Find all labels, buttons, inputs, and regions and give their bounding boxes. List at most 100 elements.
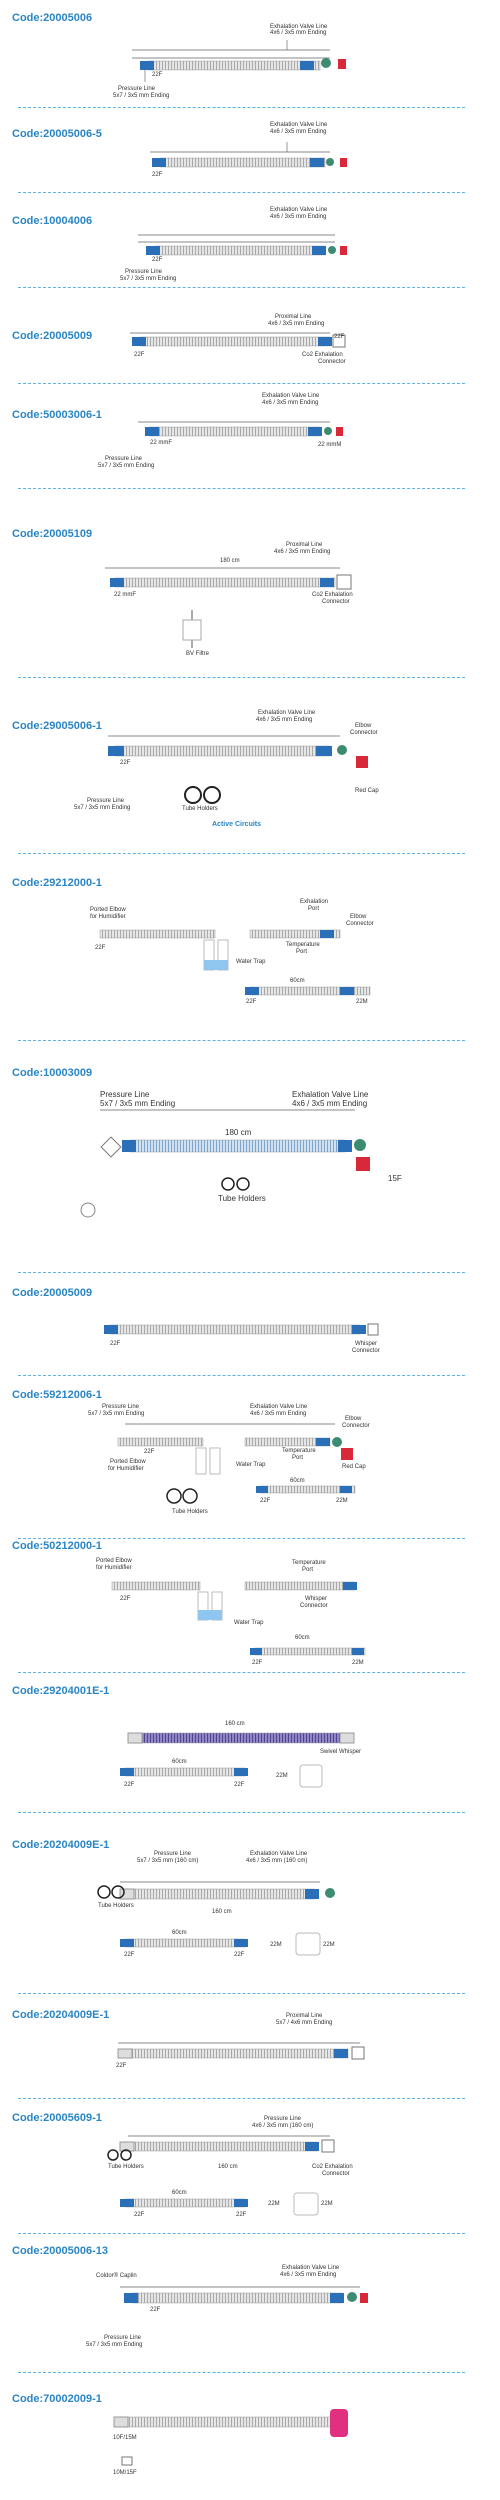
product-section: Code:20005009 Proximal Line 4x6 / 3x5 mm… xyxy=(0,290,480,380)
tube-holders-label: Tube Holders xyxy=(98,1903,134,1909)
pressure-line-ending-label: 5x7 / 3x5 mm Ending xyxy=(86,2342,143,2348)
ported-elbow-label: Ported Elbow xyxy=(110,1459,146,1465)
product-section: Code:10003009 Pressure Line 5x7 / 3x5 mm… xyxy=(0,1042,480,1272)
whisper-label: Whisper xyxy=(305,1596,328,1602)
tube-length-label: 60cm xyxy=(295,1635,310,1641)
circuit-illustration xyxy=(113,2409,348,2466)
circuit-illustration xyxy=(107,2135,335,2216)
water-trap-label: Water Trap xyxy=(234,1620,264,1626)
product-section: Code:70002009-1 10F/15M 10M/15F xyxy=(0,2375,480,2500)
section-divider xyxy=(18,1040,465,1041)
circuit-illustration xyxy=(80,1109,370,1218)
pressure-line-ending-label: 5x7 / 3x5 mm Ending xyxy=(98,463,155,469)
product-section: Code:10004006 Exhalation Valve Line 4x6 … xyxy=(0,195,480,290)
co2-exhalation-label: Co2 Exhalation xyxy=(312,2164,353,2170)
product-section: Code:20204009E-1 Proximal Line 5x7 / 4x6… xyxy=(0,1995,480,2100)
whisper-label: Whisper xyxy=(355,1341,378,1347)
product-code: Code:20005109 xyxy=(12,528,93,540)
product-code: Code:20005009 xyxy=(12,330,93,342)
connector-size-label: 22F xyxy=(120,760,131,766)
exhalation-valve-line-ending-label: 4x6 / 3x5 mm Ending xyxy=(250,1411,307,1417)
product-code: Code:29005006-1 xyxy=(12,720,102,732)
ported-elbow-label: Ported Elbow xyxy=(96,1558,132,1564)
product-code: Code:20005009 xyxy=(12,1287,93,1299)
elbow-label: Elbow xyxy=(355,723,372,729)
pressure-line-label: Pressure Line xyxy=(102,1404,140,1410)
product-section: Code:29204001E-1 160 cm Swivel Whisper 6… xyxy=(0,1675,480,1815)
pressure-line-ending-label: 5x7 / 3x5 mm Ending xyxy=(100,1099,176,1108)
connector-size-label: 22F xyxy=(144,1449,155,1455)
port-label: Port xyxy=(302,1567,314,1573)
temperature-label: Temperature xyxy=(292,1560,326,1566)
product-code: Code:10004006 xyxy=(12,215,93,227)
temperature-label: Temperature xyxy=(286,942,320,948)
tube-length-label: 60cm xyxy=(290,978,305,984)
connector-size-label: 22F xyxy=(152,172,163,178)
connector-label: Connector xyxy=(300,1603,328,1609)
connector-size-label: 22F xyxy=(124,1782,135,1788)
product-section: Code:20005609-1 Pressure Line 4x6 / 3x5 … xyxy=(0,2100,480,2235)
connector-label: Connector xyxy=(322,599,350,605)
circuit-illustration xyxy=(150,142,347,168)
connector-size-label: 22F xyxy=(234,1782,245,1788)
circuit-illustration xyxy=(120,1732,355,1788)
product-code: Code:29204001E-1 xyxy=(12,1685,110,1697)
pressure-line-label: Pressure Line xyxy=(100,1090,150,1099)
elbow-label: Elbow xyxy=(350,914,367,920)
tube-length-label: 160 cm xyxy=(225,1721,245,1727)
red-cap-label: Red Cap xyxy=(355,788,379,794)
connector-size-label: 22F xyxy=(116,2063,127,2069)
circuit-illustration xyxy=(120,2286,368,2304)
temperature-label: Temperature xyxy=(282,1448,316,1454)
connector-size-label: 22M xyxy=(356,999,368,1005)
section-divider xyxy=(18,107,465,108)
section-divider xyxy=(18,383,465,384)
exhalation-valve-line-ending-label: 4x6 / 3x5 mm Ending xyxy=(270,30,327,36)
connector-size-label: 22M xyxy=(323,1942,335,1948)
product-section: Code:20005006-5 Exhalation Valve Line 4x… xyxy=(0,110,480,195)
section-divider xyxy=(18,488,465,489)
pressure-line-label: Pressure Line xyxy=(87,798,125,804)
exhalation-valve-line-length-label: 4x6 / 3x5 mm (160 cm) xyxy=(246,1858,308,1864)
product-code: Code:20204009E-1 xyxy=(12,2009,110,2021)
connector-size-label: 22F xyxy=(95,945,106,951)
connector-size-label: 10F/15M xyxy=(113,2435,137,2441)
product-code: Code:10003009 xyxy=(12,1067,93,1079)
tube-length-label: 180 cm xyxy=(225,1128,252,1137)
exhalation-valve-line-ending-label: 4x6 / 3x5 mm Ending xyxy=(292,1099,368,1108)
connector-size-label: 22M xyxy=(321,2201,333,2207)
connector-size-label: 22M xyxy=(270,1942,282,1948)
pressure-line-length-label: 5x7 / 3x5 mm (160 cm) xyxy=(137,1858,199,1864)
port-label: Port xyxy=(308,906,320,912)
proximal-line-label: Proximal Line xyxy=(286,2013,323,2019)
connector-size-label: 22 mmF xyxy=(114,592,137,598)
swivel-whisper-label: Swivel Whisper xyxy=(320,1749,362,1755)
product-section: Code:20005109 Proximal Line 4x6 / 3x5 mm… xyxy=(0,490,480,675)
product-section: Code:59212006-1 Pressure Line 5x7 / 3x5 … xyxy=(0,1378,480,1538)
exhalation-valve-line-label: Exhalation Valve Line xyxy=(250,1851,308,1857)
tube-length-label: 60cm xyxy=(172,2190,187,2196)
water-trap-label: Water Trap xyxy=(236,959,266,965)
exhalation-valve-line-ending-label: 4x6 / 3x5 mm Ending xyxy=(262,400,319,406)
pressure-line-label: Pressure Line xyxy=(264,2116,302,2122)
pressure-line-label: Pressure Line xyxy=(118,86,156,92)
connector-size-label: 22F xyxy=(120,1596,131,1602)
product-section: Code:50212000-1 Ported Elbow for Humidif… xyxy=(0,1540,480,1675)
product-code: Code:29212000-1 xyxy=(12,877,102,889)
connector-label: Connector xyxy=(350,730,378,736)
section-divider xyxy=(18,1672,465,1673)
exhalation-valve-line-label: Exhalation Valve Line xyxy=(270,207,328,213)
product-code: Code:50003006-1 xyxy=(12,409,102,421)
product-section: Code:20005009 22F Whisper Connector xyxy=(0,1275,480,1375)
connector-size-label: 22F xyxy=(152,72,163,78)
proximal-line-ending-label: 5x7 / 4x6 mm Ending xyxy=(276,2020,333,2026)
pressure-line-ending-label: 5x7 / 3x5 mm Ending xyxy=(88,1411,145,1417)
connector-size-label: 22F xyxy=(152,257,163,263)
connector-size-label: 22F xyxy=(150,2307,161,2313)
circuit-illustration xyxy=(104,1323,379,1336)
active-circuits-label: Active Circuits xyxy=(212,821,262,828)
connector-size-label: 22 mmF xyxy=(150,440,173,446)
water-trap-label: Water Trap xyxy=(236,1462,266,1468)
connector-size-label: 22M xyxy=(268,2201,280,2207)
product-code: Code:20005609-1 xyxy=(12,2112,102,2124)
